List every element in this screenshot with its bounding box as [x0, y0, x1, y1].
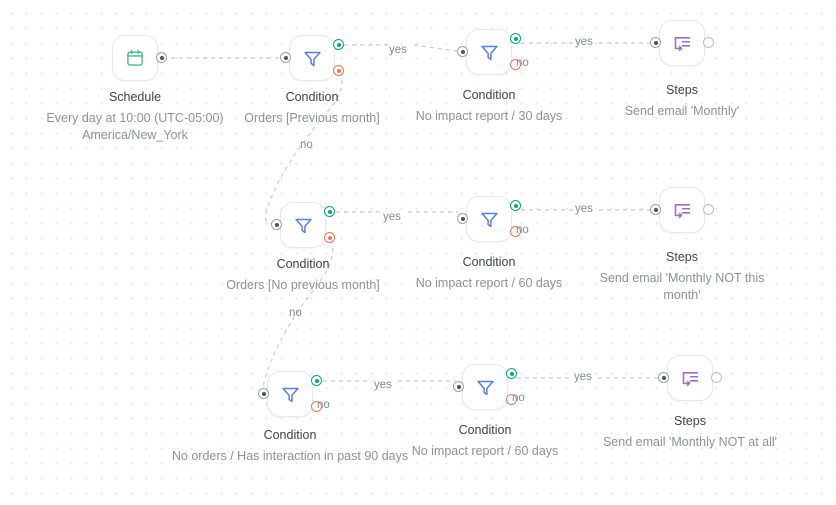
- node-steps-1[interactable]: Steps Send email 'Monthly': [625, 20, 739, 118]
- port-output-no[interactable]: [510, 226, 521, 237]
- port-output-no[interactable]: [506, 394, 517, 405]
- port-input[interactable]: [650, 204, 661, 215]
- node-body[interactable]: [267, 371, 313, 417]
- node-caption: Condition Orders [No previous month]: [203, 256, 403, 294]
- port-output[interactable]: [156, 52, 167, 63]
- edge-label-row1-yes-2: yes: [575, 36, 593, 48]
- steps-icon: [672, 33, 693, 54]
- node-caption: Steps Send email 'Monthly NOT at all': [590, 413, 790, 451]
- node-subtitle: Send email 'Monthly': [624, 104, 740, 118]
- node-subtitle: Orders [No previous month]: [226, 278, 380, 292]
- port-label-no: no: [516, 57, 529, 69]
- node-title: Schedule: [108, 90, 162, 104]
- node-title: Steps: [666, 83, 698, 97]
- node-schedule-1[interactable]: Schedule Every day at 10:00 (UTC-05:00) …: [46, 35, 224, 142]
- port-input[interactable]: [650, 37, 661, 48]
- port-output-yes[interactable]: [506, 368, 517, 379]
- node-body[interactable]: [659, 187, 705, 233]
- node-steps-3[interactable]: Steps Send email 'Monthly NOT at all': [603, 355, 777, 449]
- node-caption: Condition No impact report / 60 days: [385, 422, 585, 460]
- node-condition-2[interactable]: no Condition No impact report / 30 days: [416, 29, 562, 123]
- node-subtitle: No impact report / 30 days: [415, 109, 563, 123]
- steps-icon: [680, 368, 701, 389]
- port-output-no[interactable]: [333, 65, 344, 76]
- edge-label-row3-yes-1: yes: [374, 379, 392, 391]
- edge-label-row1-yes-1: yes: [389, 44, 407, 56]
- node-body[interactable]: [466, 29, 512, 75]
- node-title: Condition: [276, 257, 330, 271]
- edge-label-row2-yes-2: yes: [575, 203, 593, 215]
- port-input[interactable]: [258, 388, 269, 399]
- node-body[interactable]: [280, 202, 326, 248]
- port-label-no: no: [317, 399, 330, 411]
- port-input[interactable]: [457, 213, 468, 224]
- port-output-no[interactable]: [311, 401, 322, 412]
- node-condition-5[interactable]: no Condition No orders / Has interaction…: [172, 371, 408, 463]
- filter-icon: [293, 215, 314, 236]
- steps-icon: [672, 200, 693, 221]
- calendar-icon: [125, 48, 145, 68]
- port-output-yes[interactable]: [510, 200, 521, 211]
- filter-icon: [475, 377, 496, 398]
- edge-label-row2-yes-1: yes: [383, 211, 401, 223]
- node-subtitle: No orders / Has interaction in past 90 d…: [171, 449, 409, 463]
- node-caption: Condition No impact report / 60 days: [389, 254, 589, 292]
- port-output-no[interactable]: [510, 59, 521, 70]
- node-subtitle: Every day at 10:00 (UTC-05:00) America/N…: [46, 111, 224, 142]
- node-title: Condition: [263, 428, 317, 442]
- node-title: Condition: [462, 255, 516, 269]
- port-input[interactable]: [271, 219, 282, 230]
- port-label-no: no: [516, 224, 529, 236]
- port-output-yes[interactable]: [333, 39, 344, 50]
- node-condition-4[interactable]: no Condition No impact report / 60 days: [416, 196, 562, 290]
- port-input[interactable]: [280, 52, 291, 63]
- node-caption: Steps Send email 'Monthly': [582, 82, 782, 120]
- node-body[interactable]: [112, 35, 158, 81]
- node-condition-1[interactable]: Condition Orders [Previous month]: [244, 35, 380, 125]
- port-input[interactable]: [658, 372, 669, 383]
- node-subtitle: No impact report / 60 days: [415, 276, 563, 290]
- edge-label-row2-no: no: [289, 307, 302, 319]
- port-output[interactable]: [703, 37, 714, 48]
- node-condition-6[interactable]: no Condition No impact report / 60 days: [412, 364, 558, 458]
- node-subtitle: Orders [Previous month]: [244, 111, 380, 125]
- port-output[interactable]: [711, 372, 722, 383]
- node-title: Condition: [458, 423, 512, 437]
- node-caption: Condition No orders / Has interaction in…: [160, 427, 420, 465]
- filter-icon: [302, 48, 323, 69]
- node-caption: Condition Orders [Previous month]: [212, 89, 412, 127]
- node-body[interactable]: [659, 20, 705, 66]
- node-title: Condition: [462, 88, 516, 102]
- node-subtitle: Send email 'Monthly NOT at all': [602, 435, 778, 449]
- node-body[interactable]: [289, 35, 335, 81]
- node-caption: Schedule Every day at 10:00 (UTC-05:00) …: [5, 89, 265, 144]
- edge-label-row3-yes-2: yes: [574, 371, 592, 383]
- node-subtitle: Send email 'Monthly NOT this month': [599, 271, 765, 302]
- node-condition-3[interactable]: Condition Orders [No previous month]: [226, 202, 380, 292]
- node-title: Steps: [666, 250, 698, 264]
- port-output-yes[interactable]: [324, 206, 335, 217]
- node-body[interactable]: [667, 355, 713, 401]
- node-title: Steps: [674, 414, 706, 428]
- filter-icon: [479, 42, 500, 63]
- port-label-no: no: [512, 392, 525, 404]
- edge-label-row1-no: no: [300, 139, 313, 151]
- port-output[interactable]: [703, 204, 714, 215]
- node-body[interactable]: [462, 364, 508, 410]
- node-title: Condition: [285, 90, 339, 104]
- node-caption: Condition No impact report / 30 days: [389, 87, 589, 125]
- filter-icon: [280, 384, 301, 405]
- port-output-yes[interactable]: [311, 375, 322, 386]
- filter-icon: [479, 209, 500, 230]
- node-caption: Steps Send email 'Monthly NOT this month…: [592, 249, 772, 304]
- node-steps-2[interactable]: Steps Send email 'Monthly NOT this month…: [600, 187, 764, 302]
- node-body[interactable]: [466, 196, 512, 242]
- port-input[interactable]: [453, 381, 464, 392]
- port-input[interactable]: [457, 46, 468, 57]
- port-output-no[interactable]: [324, 232, 335, 243]
- node-subtitle: No impact report / 60 days: [411, 444, 559, 458]
- port-output-yes[interactable]: [510, 33, 521, 44]
